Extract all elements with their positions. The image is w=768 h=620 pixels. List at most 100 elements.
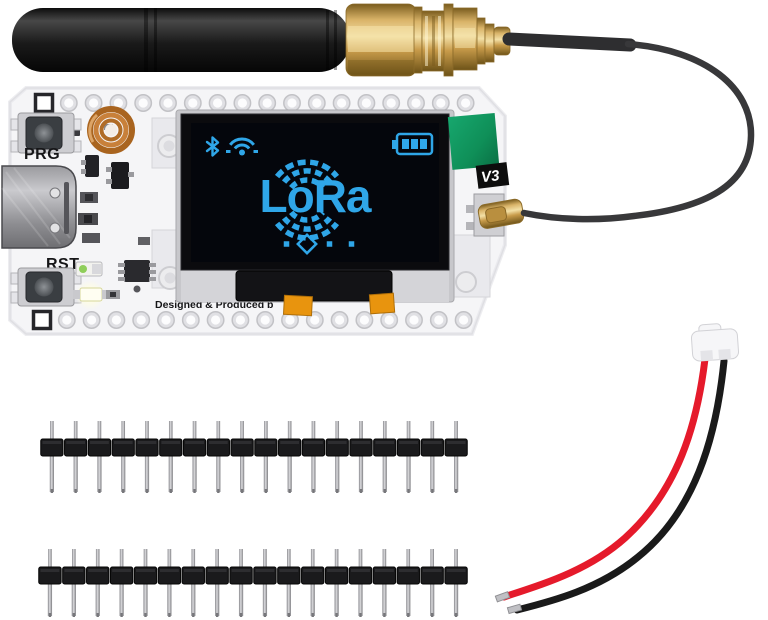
header-pin <box>143 582 148 616</box>
header-pin <box>454 454 459 492</box>
status-dots <box>283 233 355 255</box>
antenna-pigtail-cable <box>502 32 755 223</box>
prg-label: PRG <box>24 146 60 163</box>
header-pin <box>119 582 124 616</box>
header-pin-stub <box>406 549 411 569</box>
header-pin-stub <box>119 549 124 569</box>
header-pin-stub <box>430 549 434 569</box>
black-wire <box>513 357 728 614</box>
header-pin-stub <box>239 549 243 569</box>
header-pin-stub <box>311 421 316 441</box>
usb-c-port <box>1 165 77 249</box>
battery-bar <box>420 139 427 149</box>
header-pin-stub <box>168 421 173 441</box>
wifi-icon <box>226 137 258 156</box>
ceramic-antenna <box>447 113 500 170</box>
battery-icon <box>392 132 434 156</box>
header-pin <box>216 454 221 492</box>
header-pin <box>262 582 268 616</box>
inductor-coil <box>87 106 135 154</box>
header-pin <box>97 454 102 492</box>
prg-button <box>10 112 82 154</box>
battery-cable <box>494 323 740 615</box>
header-pin-stub <box>335 421 340 441</box>
header-pin-stub <box>215 549 219 569</box>
logo-text: LoRa <box>260 170 372 222</box>
header-pin-stub <box>192 421 197 441</box>
jst-connector <box>690 323 740 362</box>
header-pin <box>73 454 78 492</box>
header-pin-stub <box>406 421 411 441</box>
header-pin <box>192 454 197 492</box>
header-pin <box>358 454 364 492</box>
soic-chip <box>124 260 150 282</box>
battery-bar <box>402 139 409 149</box>
white-led <box>79 287 103 302</box>
square-dot <box>283 241 290 247</box>
antenna-body <box>12 8 350 72</box>
tinned-wire-tip <box>506 603 523 615</box>
oled-display: LoRa <box>175 109 455 317</box>
square-dot <box>326 241 333 247</box>
header-pin-stub <box>50 421 54 441</box>
header-pin <box>382 454 387 492</box>
header-pin-stub <box>191 549 196 569</box>
header-pin <box>71 582 76 616</box>
rst-button <box>10 267 82 307</box>
header-pin <box>310 582 315 616</box>
header-pin <box>263 454 268 492</box>
header-pin-stub <box>287 421 292 441</box>
header-pin-stub <box>167 549 172 569</box>
oled-logo: LoRa <box>260 159 373 241</box>
header-pin-stub <box>359 421 363 441</box>
header-pin <box>49 454 54 492</box>
header-pin <box>334 582 339 616</box>
header-pin-stub <box>382 421 387 441</box>
tinned-wire-tip <box>494 591 511 603</box>
header-pin <box>144 454 150 492</box>
square-dot <box>348 241 355 247</box>
header-pin <box>121 454 126 492</box>
oled-connector-bar <box>235 270 393 302</box>
pin-header-1 <box>40 421 468 493</box>
header-pin <box>238 582 244 616</box>
screw-head <box>455 271 477 293</box>
diamond-dot <box>296 233 318 255</box>
battery-bar <box>411 139 418 149</box>
header-pin <box>382 582 387 616</box>
header-pin <box>286 582 291 616</box>
header-pin <box>430 454 435 492</box>
antenna <box>12 3 511 77</box>
header-pin-stub <box>143 549 148 569</box>
header-pin <box>287 454 292 492</box>
pin-hole-square <box>31 309 53 331</box>
header-pin-stub <box>287 549 291 569</box>
ufl-connector <box>466 193 525 237</box>
flex-tab <box>368 292 396 315</box>
header-pin-stub <box>73 421 78 441</box>
header-pin-stub <box>48 549 52 569</box>
header-pin <box>406 582 411 616</box>
header-pin-stub <box>72 549 76 569</box>
header-pin-stub <box>334 549 339 569</box>
pin-hole-square <box>33 92 55 114</box>
pin-headers <box>38 421 468 617</box>
sma-connector <box>345 3 511 77</box>
header-pin <box>191 582 196 616</box>
header-pin-stub <box>454 421 458 441</box>
header-pin-stub <box>310 549 315 569</box>
red-wire <box>500 355 709 601</box>
header-pin-stub <box>95 549 100 569</box>
header-pin <box>358 582 363 616</box>
header-pin-stub <box>430 421 435 441</box>
header-pin-stub <box>358 549 363 569</box>
version-label: V3 <box>480 167 501 186</box>
header-pin <box>168 454 173 492</box>
header-pin-stub <box>97 421 102 441</box>
header-pin <box>47 582 53 616</box>
header-pin <box>311 454 316 492</box>
header-pin <box>95 582 100 616</box>
flex-tab <box>282 294 313 317</box>
